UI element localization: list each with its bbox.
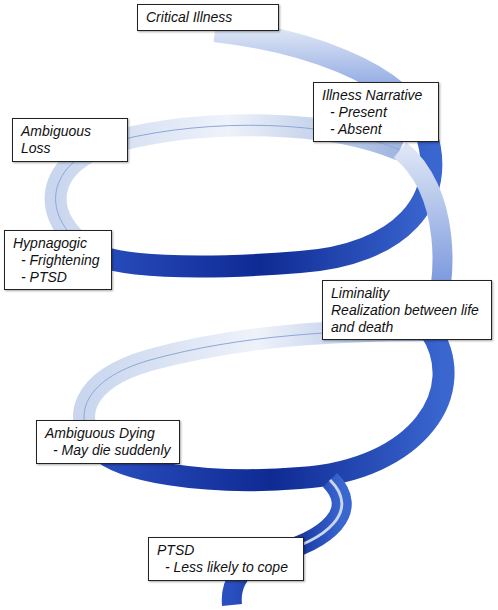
box-item: - Present	[322, 104, 430, 121]
critical-illness-box: Critical Illness	[137, 4, 279, 31]
box-item: - May die suddenly	[45, 442, 171, 459]
box-heading: Critical Illness	[146, 9, 270, 26]
box-item: - Frightening	[13, 252, 103, 269]
box-heading: Hypnagogic	[13, 235, 103, 252]
ptsd-box: PTSD- Less likely to cope	[148, 537, 304, 581]
box-heading: PTSD	[157, 542, 295, 559]
box-item: - PTSD	[13, 269, 103, 286]
box-item: Realization between life and death	[331, 302, 483, 336]
ambiguous-dying-box: Ambiguous Dying- May die suddenly	[36, 420, 180, 464]
hypnagogic-box: Hypnagogic- Frightening- PTSD	[4, 230, 112, 290]
box-item: - Less likely to cope	[157, 559, 295, 576]
liminality-box: LiminalityRealization between life and d…	[322, 280, 492, 340]
ambiguous-loss-box: Ambiguous Loss	[12, 118, 128, 162]
box-heading: Illness Narrative	[322, 87, 430, 104]
box-heading: Ambiguous Loss	[21, 123, 119, 157]
box-heading: Liminality	[331, 285, 483, 302]
box-item: - Absent	[322, 121, 430, 138]
illness-narrative-box: Illness Narrative- Present- Absent	[313, 82, 439, 142]
box-heading: Ambiguous Dying	[45, 425, 171, 442]
